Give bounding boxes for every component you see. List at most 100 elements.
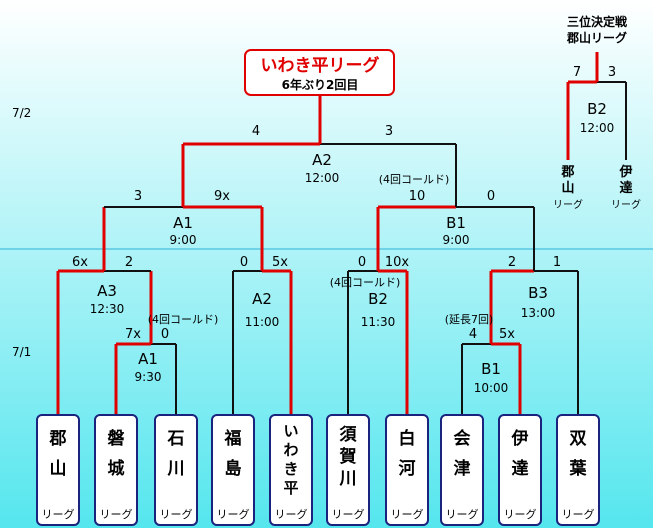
b3-match-time: 13:00 [521, 306, 556, 320]
team-suffix: リーグ [562, 507, 595, 521]
r1b1-match-label: B1 [481, 360, 501, 378]
a3-left-score: 6x [72, 255, 88, 270]
team-name-char: き [283, 460, 298, 478]
champion-box: いわき平リーグ 6年ぶり2回目 [244, 49, 395, 96]
team-name-char: 川 [167, 459, 185, 479]
a2-match-time: 11:00 [245, 315, 280, 329]
b2-match-label: B2 [368, 290, 388, 308]
team-box-frame [385, 414, 429, 526]
champion-subtitle: 6年ぶり2回目 [282, 77, 359, 92]
team-suffix: リーグ [446, 507, 479, 521]
team-name-char: 山 [50, 459, 67, 479]
team-suffix: リーグ [217, 507, 250, 521]
a3-right-score: 2 [125, 255, 133, 270]
third-place-subtitle: 郡山リーグ [566, 30, 627, 45]
a2-match-label: A2 [252, 290, 272, 308]
team-name-char: 郡 [49, 429, 67, 449]
team-name-char: 白 [399, 428, 416, 449]
b2-note: (4回コールド) [330, 276, 401, 289]
sfb1-right-score: 0 [487, 189, 495, 204]
a3-match-label: A3 [97, 282, 117, 300]
sfb1-match-time: 9:00 [443, 233, 470, 247]
b2-left-score: 0 [358, 255, 366, 270]
team-box-frame [36, 414, 80, 526]
r1a1-match-time: 9:30 [135, 370, 162, 384]
third-left-team-char-2: 山 [561, 180, 574, 196]
b3-left-score: 2 [508, 255, 516, 270]
team-box-frame [556, 414, 600, 526]
sfa1-match-label: A1 [173, 214, 193, 232]
team-box: 郡山リーグ [36, 414, 80, 526]
team-box-frame [498, 414, 542, 526]
team-suffix: リーグ [391, 507, 424, 521]
r1a1-match-label: A1 [138, 350, 158, 368]
third-place-left-score: 7 [573, 65, 581, 80]
r1b1-right-score: 5x [499, 327, 515, 342]
team-name-char: 双 [570, 429, 587, 449]
team-name-char: 伊 [511, 428, 529, 449]
final-left-score: 4 [252, 124, 260, 139]
team-suffix: リーグ [42, 507, 75, 521]
third-place-match-label: B2 [587, 100, 607, 118]
team-name-char: 津 [454, 458, 471, 479]
team-box-frame [326, 414, 370, 526]
team-name-char: 須 [340, 425, 358, 445]
sfb1-note: (4回コールド) [379, 173, 450, 186]
final-right-score: 3 [385, 124, 393, 139]
sfa1-right-score: 9x [214, 189, 230, 204]
a2-left-score: 0 [240, 255, 248, 270]
team-name-char: 河 [399, 459, 416, 479]
third-left-team-suffix: リーグ [553, 198, 583, 211]
team-suffix: リーグ [332, 507, 365, 521]
team-box-frame [94, 414, 138, 526]
date-label-day1: 7/1 [12, 345, 31, 359]
third-place-title: 三位決定戦 [567, 14, 628, 29]
team-suffix: リーグ [100, 507, 133, 521]
third-left-team-char-1: 郡 [560, 165, 574, 180]
team-suffix: リーグ [504, 507, 537, 521]
final-match-label: A2 [312, 151, 332, 169]
team-name-char: 島 [225, 458, 242, 479]
final-match-time: 12:00 [305, 171, 340, 185]
sfa1-left-score: 3 [134, 189, 142, 204]
r1b1-left-score: 4 [469, 327, 477, 342]
team-name-char: 葉 [569, 458, 588, 479]
third-place-right-score: 3 [608, 65, 616, 80]
third-place-match-time: 12:00 [580, 121, 615, 135]
a2-right-score: 5x [272, 255, 288, 270]
r1b1-note: (延長7回) [445, 313, 494, 326]
team-name-char: 石 [167, 429, 185, 449]
team-box-frame [440, 414, 484, 526]
team-name-char: 福 [224, 428, 242, 449]
team-name-char: 磐 [107, 428, 125, 449]
sfb1-match-label: B1 [446, 214, 466, 232]
third-right-team-suffix: リーグ [611, 198, 641, 211]
third-right-team-char-1: 伊 [618, 164, 632, 180]
team-name-char: 達 [512, 459, 529, 479]
date-label-day2: 7/2 [12, 106, 31, 120]
r1b1-match-time: 10:00 [474, 381, 509, 395]
third-place-block: 三位決定戦 郡山リーグ 7 3 B2 12:00 郡 山 リーグ 伊 達 リーグ [553, 14, 641, 211]
team-name-char: 川 [339, 469, 357, 489]
sfb1-left-score: 10 [409, 189, 426, 204]
r1a1-note: (4回コールド) [148, 313, 219, 326]
team-name-char: 賀 [339, 447, 357, 467]
team-name-char: 平 [283, 479, 298, 497]
r1a1-left-score: 7x [125, 327, 141, 342]
team-name-char: い [283, 422, 298, 440]
b2-match-time: 11:30 [361, 315, 396, 329]
third-right-team-char-2: 達 [619, 180, 632, 196]
r1a1-right-score: 0 [161, 327, 169, 342]
bracket-lines [56, 52, 627, 415]
team-suffix: リーグ [275, 507, 308, 521]
team-boxes: 郡山リーグ磐城リーグ石川リーグ福島リーグいわき平リーグ須賀川リーグ白河リーグ会津… [36, 414, 600, 526]
